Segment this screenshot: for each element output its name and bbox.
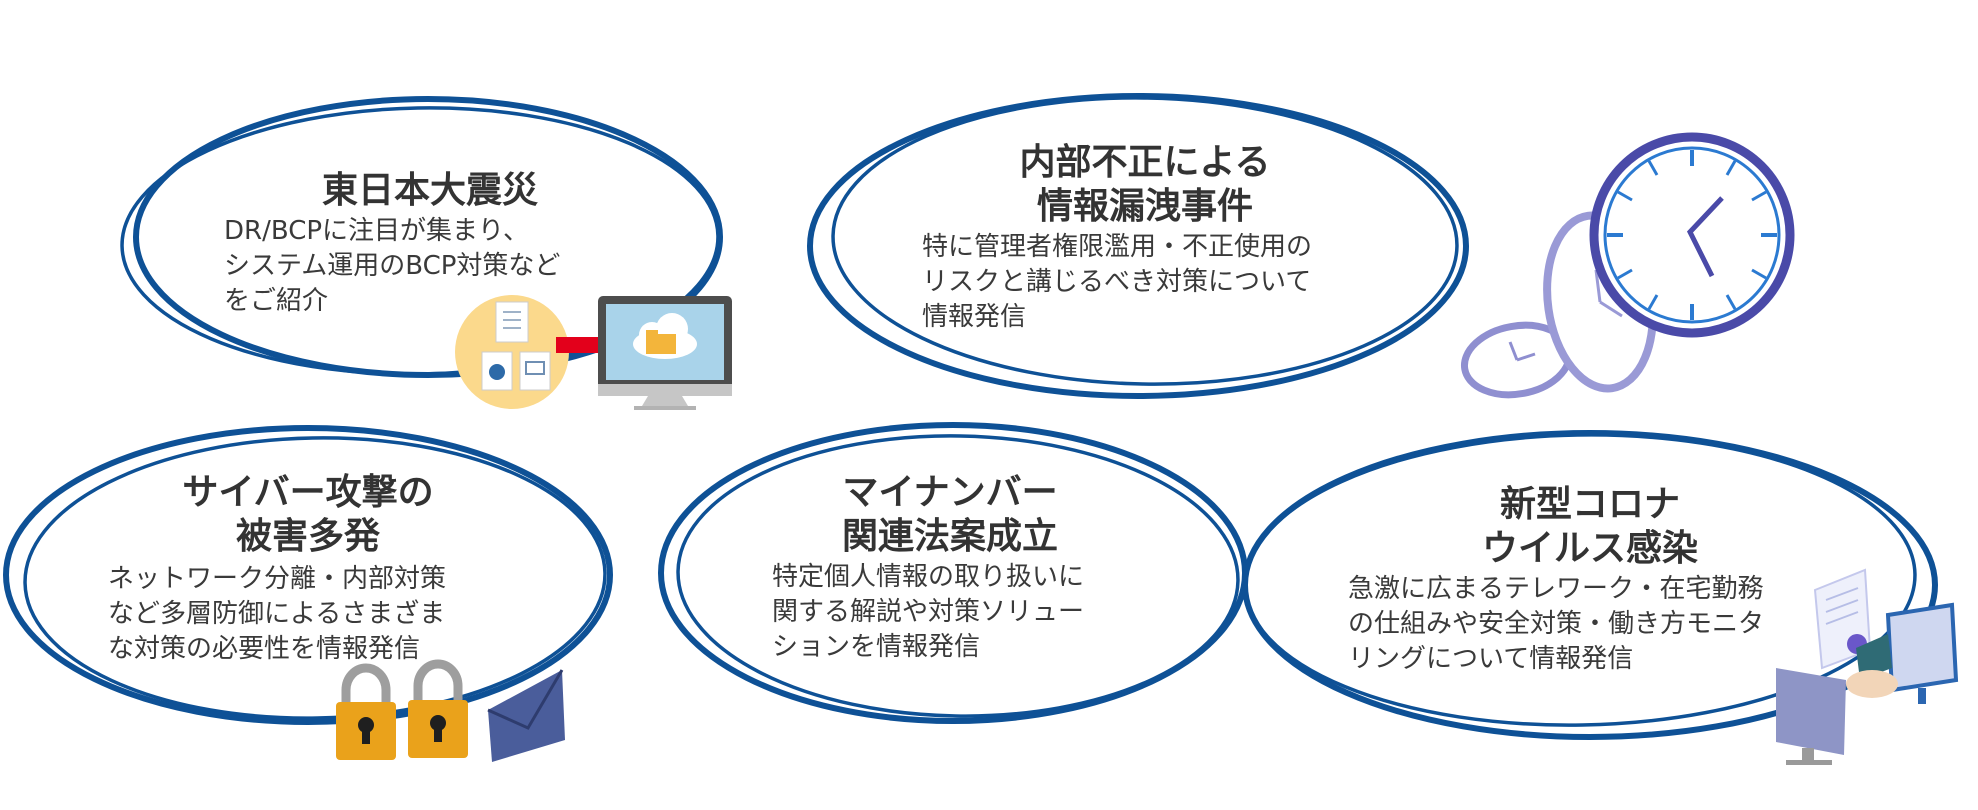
topic-2-body-line-3: 情報発信 (922, 302, 1027, 332)
topic-4-body-line-2: 関する解説や対策ソリュー (772, 597, 1085, 627)
remote-contract-icon (1776, 568, 1959, 765)
topic-2-body-line-1: 特に管理者権限濫用・不正使用の (922, 232, 1313, 262)
topic-4-title-line-2: 関連法案成立 (841, 515, 1058, 557)
topic-3-body-line-3: な対策の必要性を情報発信 (108, 634, 421, 664)
topic-5-body-line-3: リングについて情報発信 (1348, 644, 1634, 674)
topic-5-title-line-2: ウイルス感染 (1481, 527, 1698, 569)
topic-4-title-line-1: マイナンバー (842, 471, 1058, 513)
topic-2-title-line-2: 情報漏洩事件 (1036, 185, 1253, 227)
topic-1-body: DR/BCPに注目が集まり、 システム運用のBCP対策など をご紹介 (224, 214, 560, 319)
topic-3-body: ネットワーク分離・内部対策 など多層防御によるさまざま な対策の必要性を情報発信 (108, 562, 446, 667)
topic-3-body-line-1: ネットワーク分離・内部対策 (108, 564, 447, 594)
topic-1-body-line-1: DR/BCPに注目が集まり、 (224, 216, 530, 246)
topic-4-title: マイナンバー 関連法案成立 (730, 470, 1170, 558)
topic-1-body-line-2: システム運用のBCP対策など (224, 251, 561, 281)
topic-5-title: 新型コロナ ウイルス感染 (1370, 482, 1810, 570)
topic-1-title: 東日本大震災 (210, 168, 650, 212)
topic-5-body-line-1: 急激に広まるテレワーク・在宅勤務 (1348, 574, 1764, 604)
cloud-backup-icon (455, 295, 732, 410)
topic-3-body-line-2: など多層防御によるさまざま (108, 599, 446, 629)
topic-4-body: 特定個人情報の取り扱いに 関する解説や対策ソリュー ションを情報発信 (772, 560, 1084, 665)
topic-5-body-line-2: の仕組みや安全対策・働き方モニタ (1348, 609, 1765, 639)
topic-2-title-line-1: 内部不正による (1019, 141, 1271, 183)
clocks-icon (1460, 132, 1795, 399)
topic-ellipse-2 (807, 93, 1469, 399)
padlocks-envelope-icon (336, 659, 565, 762)
topic-ellipse-3 (3, 425, 613, 725)
topic-1-body-line-3: をご紹介 (224, 286, 329, 316)
topic-4-body-line-3: ションを情報発信 (772, 632, 981, 662)
topic-3-title-line-2: 被害多発 (235, 515, 380, 557)
topic-ellipse-5 (1242, 430, 1938, 740)
topic-5-body: 急激に広まるテレワーク・在宅勤務 の仕組みや安全対策・働き方モニタ リングについ… (1348, 572, 1764, 677)
topic-2-body: 特に管理者権限濫用・不正使用の リスクと講じるべき対策について 情報発信 (922, 230, 1312, 335)
topic-3-title-line-1: サイバー攻撃の (182, 471, 434, 513)
topic-1-title-line-1: 東日本大震災 (321, 169, 538, 211)
topic-3-title: サイバー攻撃の 被害多発 (88, 470, 528, 558)
topic-2-title: 内部不正による 情報漏洩事件 (900, 140, 1390, 228)
topic-4-body-line-1: 特定個人情報の取り扱いに (772, 562, 1085, 592)
topic-2-body-line-2: リスクと講じるべき対策について (922, 267, 1312, 297)
topic-ellipse-1 (120, 96, 723, 378)
topic-5-title-line-1: 新型コロナ (1499, 483, 1680, 525)
